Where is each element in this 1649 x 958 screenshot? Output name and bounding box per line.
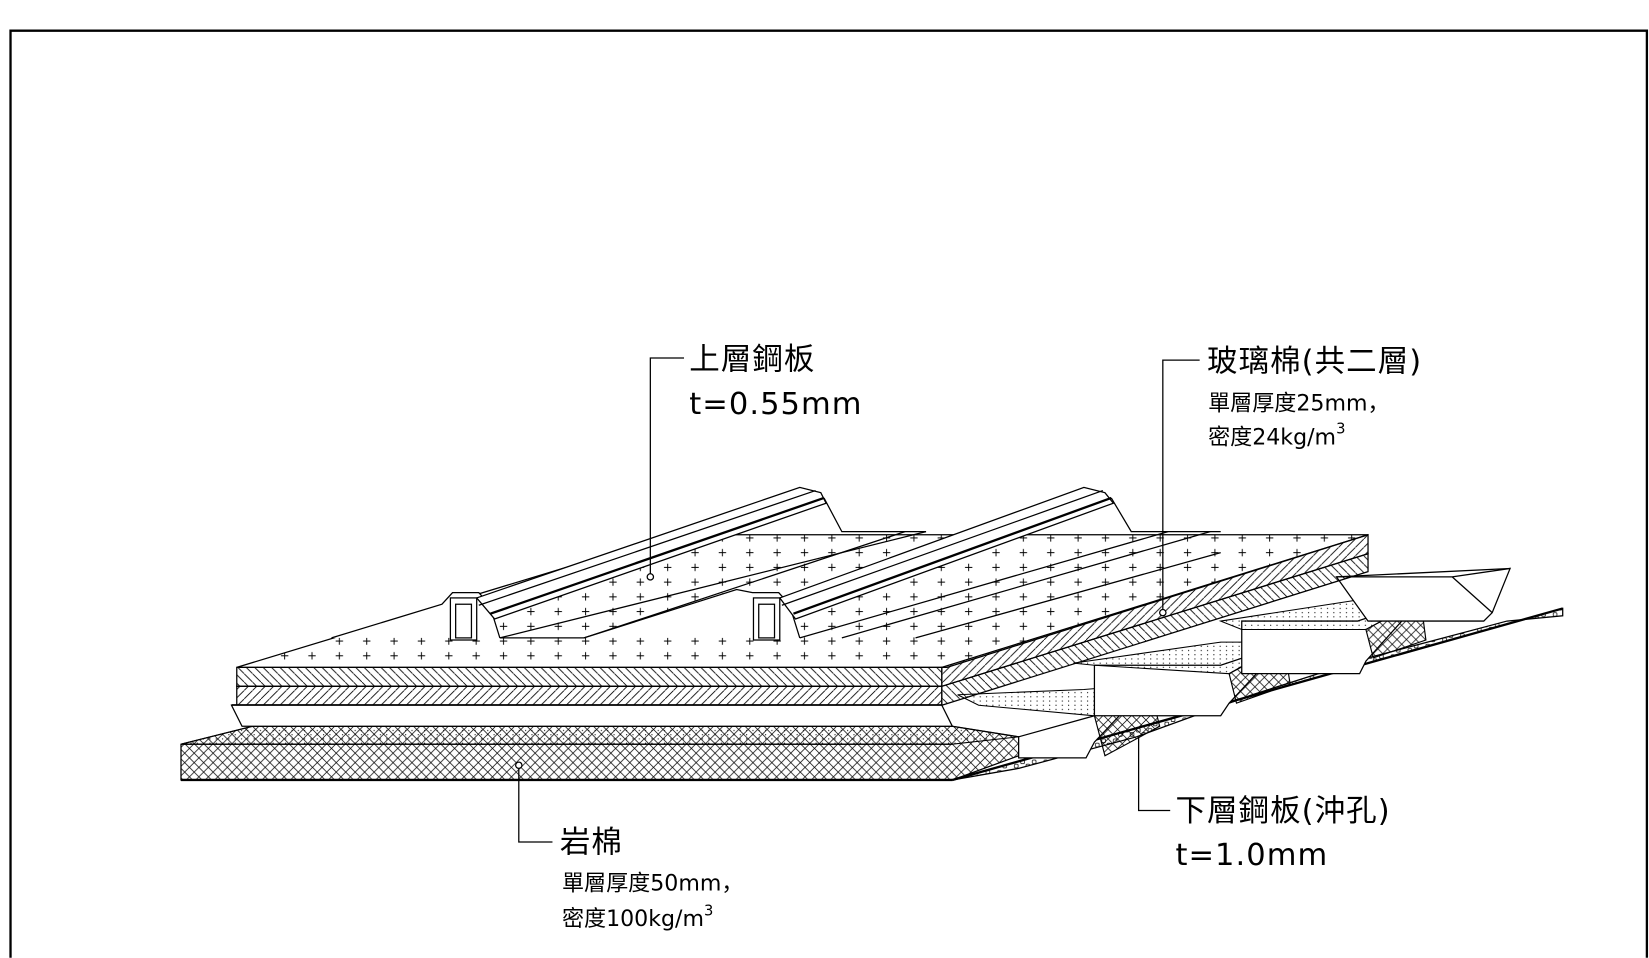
rock-wool-density-sup: 3 <box>704 903 713 920</box>
glass-wool-spec-density: 密度24kg/m3 <box>1208 421 1345 451</box>
lower-steel-spec: t=1.0mm <box>1175 838 1328 873</box>
rock-wool-spec-density: 密度100kg/m3 <box>562 903 713 933</box>
upper-steel-layer <box>331 486 1221 641</box>
leader-glass-wool <box>1159 359 1200 617</box>
rock-wool-layer <box>180 725 1020 782</box>
glass-wool-density-text: 密度24kg/m <box>1208 424 1336 450</box>
lower-steel-label: 下層鋼板(沖孔) <box>1175 794 1390 829</box>
rock-wool-density-text: 密度100kg/m <box>562 906 704 932</box>
drawing-frame <box>9 29 1649 958</box>
upper-steel-spec: t=0.55mm <box>689 387 862 422</box>
glass-wool-label: 玻璃棉(共二層) <box>1207 345 1422 380</box>
lower-steel-layer <box>952 567 1564 782</box>
glass-wool-density-sup: 3 <box>1336 421 1345 438</box>
leader-lower-steel <box>1137 736 1171 812</box>
leader-rock-wool <box>515 761 553 843</box>
leader-upper-steel <box>646 357 685 581</box>
upper-steel-label: 上層鋼板 <box>689 343 815 378</box>
glass-wool-spec-thickness: 單層厚度25mm， <box>1208 391 1390 417</box>
rock-wool-label: 岩棉 <box>560 826 623 861</box>
rock-wool-spec-thickness: 單層厚度50mm， <box>562 870 743 896</box>
